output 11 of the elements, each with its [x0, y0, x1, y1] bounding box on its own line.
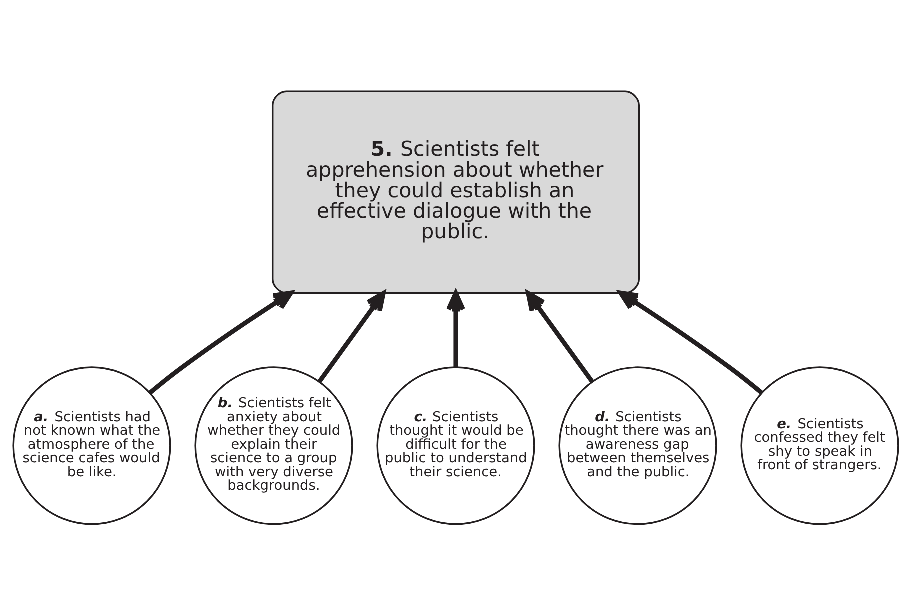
node-circle: a. Scientists had not known what the atmosphere of the science cafes would be like.	[12, 366, 171, 525]
arrow	[446, 290, 465, 367]
node-circle: c. Scientists thought it would be difficult for the public to understand their science.	[376, 366, 535, 525]
arrow	[618, 290, 763, 394]
node-box: 5. Scientists felt apprehension about whether they could establish an effective dialogue with the public.	[272, 90, 640, 294]
node-circle: b. Scientists felt anxiety about whether they could explain their science to a group with very diverse backgrounds.	[194, 366, 353, 525]
arrow	[526, 290, 594, 383]
node-circle: d. Scientists thought there was an awareness gap between themselves and the public.	[558, 366, 717, 525]
arrow	[317, 290, 386, 383]
node-circle: e. Scientists confessed they felt shy to speak in front of strangers.	[740, 366, 899, 525]
arrow	[148, 290, 293, 394]
